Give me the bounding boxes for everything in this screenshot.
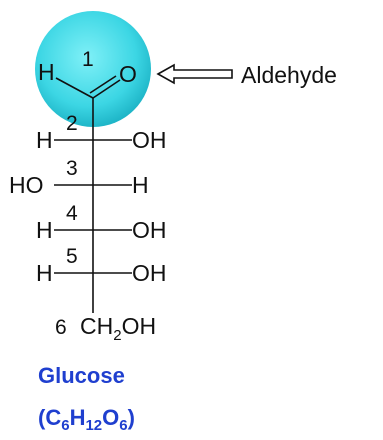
aldehyde-highlight-circle <box>35 11 151 127</box>
carbon-2-right-group: OH <box>132 127 167 153</box>
carbon-5-left-group: H <box>36 260 53 286</box>
carbon-3-right-group: H <box>132 172 149 198</box>
carbon-2-left-group: H <box>36 127 53 153</box>
formula-h-subscript: 12 <box>85 417 102 434</box>
molecule-name: Glucose <box>38 363 125 388</box>
carbon-4-left-group: H <box>36 217 53 243</box>
carbon-number-2: 2 <box>66 112 78 135</box>
terminal-group: CH2OH <box>80 313 156 344</box>
formula-o-subscript: 6 <box>119 417 127 434</box>
carbon-5-right-group: OH <box>132 260 167 286</box>
formula-h: H <box>70 405 86 430</box>
aldehyde-o-label: O <box>119 61 137 87</box>
carbon-3-left-group: HO <box>9 172 44 198</box>
molecular-formula: (C6H12O6) <box>38 405 135 434</box>
carbon-number-4: 4 <box>66 202 78 225</box>
carbon-number-5: 5 <box>66 245 78 268</box>
terminal-c: C <box>80 313 97 339</box>
carbon-number-6: 6 <box>55 316 67 339</box>
aldehyde-arrow-label: Aldehyde <box>241 62 337 88</box>
formula-o: O <box>102 405 119 430</box>
carbon-number-3: 3 <box>66 157 78 180</box>
carbon-number-1: 1 <box>82 48 94 71</box>
formula-c-subscript: 6 <box>61 417 69 434</box>
terminal-h: H <box>97 313 114 339</box>
formula-close: ) <box>128 405 135 430</box>
terminal-oh: OH <box>122 313 157 339</box>
hollow-arrow <box>156 63 233 85</box>
terminal-h-subscript: 2 <box>113 327 121 344</box>
aldehyde-co-bond-2 <box>89 75 117 94</box>
aldehyde-ch-bond <box>55 77 94 99</box>
aldehyde-co-bond-1 <box>92 79 121 99</box>
carbon-4-right-group: OH <box>132 217 167 243</box>
aldehyde-h-label: H <box>38 59 55 85</box>
formula-open: (C <box>38 405 61 430</box>
